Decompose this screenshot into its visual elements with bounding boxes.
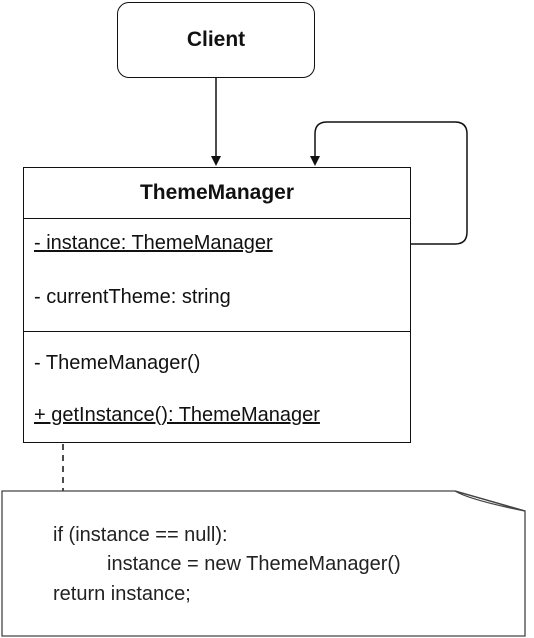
method-get-instance: + getInstance(): ThemeManager [34,404,320,426]
attributes-section: - instance: ThemeManager - currentTheme:… [24,219,410,332]
self-reference-arrow [310,121,468,245]
note-fold [454,490,526,512]
class-name-label: ThemeManager [139,181,295,204]
client-node: Client [117,2,315,78]
methods-section: - ThemeManager() + getInstance(): ThemeM… [24,332,410,442]
attribute-instance: - instance: ThemeManager [34,232,273,254]
note-shape [1,490,526,637]
client-label: Client [186,28,246,51]
class-name: ThemeManager [24,168,410,219]
attribute-current-theme: - currentTheme: string [34,286,231,308]
theme-manager-class: ThemeManager - instance: ThemeManager - … [23,167,411,443]
method-constructor: - ThemeManager() [34,352,201,374]
